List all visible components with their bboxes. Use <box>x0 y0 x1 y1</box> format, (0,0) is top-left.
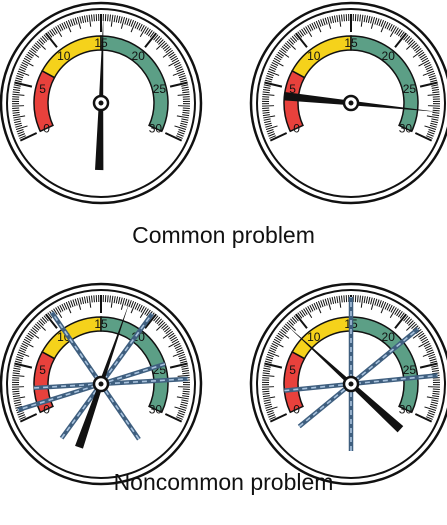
minor-tick <box>183 97 190 98</box>
minor-tick <box>262 391 269 392</box>
tick-label-0: 0 <box>43 402 50 416</box>
minor-tick <box>344 295 345 302</box>
minor-tick <box>12 97 19 98</box>
tick-label-20: 20 <box>382 49 396 63</box>
minor-tick <box>262 97 269 98</box>
minor-tick <box>94 295 95 302</box>
caption-common-problem: Common problem <box>0 222 447 249</box>
tick-label-25: 25 <box>403 363 417 377</box>
minor-tick <box>108 14 109 21</box>
tick-label-0: 0 <box>293 402 300 416</box>
tick-label-0: 0 <box>43 121 50 135</box>
tick-label-30: 30 <box>399 402 413 416</box>
minor-tick <box>183 110 190 111</box>
caption-noncommon-problem: Noncommon problem <box>0 469 447 496</box>
tick-label-10: 10 <box>307 330 321 344</box>
minor-tick <box>183 391 190 392</box>
tick-label-10: 10 <box>57 49 71 63</box>
minor-tick <box>262 378 269 379</box>
tick-label-5: 5 <box>39 363 46 377</box>
tick-label-10: 10 <box>307 49 321 63</box>
minor-tick <box>358 295 359 302</box>
minor-tick <box>433 97 440 98</box>
tick-label-15: 15 <box>94 36 108 50</box>
gauge-common-1: 0 5 10 15 20 25 30 <box>1 3 201 203</box>
tick-label-25: 25 <box>403 82 417 96</box>
tick-label-30: 30 <box>399 121 413 135</box>
tick-label-15: 15 <box>344 36 358 50</box>
needle-hub-center <box>349 101 354 106</box>
tick-label-30: 30 <box>149 121 163 135</box>
minor-tick <box>344 14 345 21</box>
minor-tick <box>358 14 359 21</box>
minor-tick <box>12 391 19 392</box>
needle-hub-center <box>349 382 354 387</box>
needle-hub-center <box>99 101 104 106</box>
tick-label-30: 30 <box>149 402 163 416</box>
minor-tick <box>12 378 19 379</box>
needle-hub-center <box>99 382 104 387</box>
minor-tick <box>262 110 269 111</box>
tick-label-20: 20 <box>382 330 396 344</box>
gauge-common-2: 051015202530 <box>251 3 447 203</box>
minor-tick <box>433 110 440 111</box>
tick-label-5: 5 <box>289 363 296 377</box>
tick-label-5: 5 <box>39 82 46 96</box>
minor-tick <box>12 110 19 111</box>
minor-tick <box>108 295 109 302</box>
tick-label-15: 15 <box>94 317 108 331</box>
minor-tick <box>433 391 440 392</box>
minor-tick <box>94 14 95 21</box>
tick-label-25: 25 <box>153 82 167 96</box>
tick-label-20: 20 <box>132 49 146 63</box>
tick-label-0: 0 <box>293 121 300 135</box>
